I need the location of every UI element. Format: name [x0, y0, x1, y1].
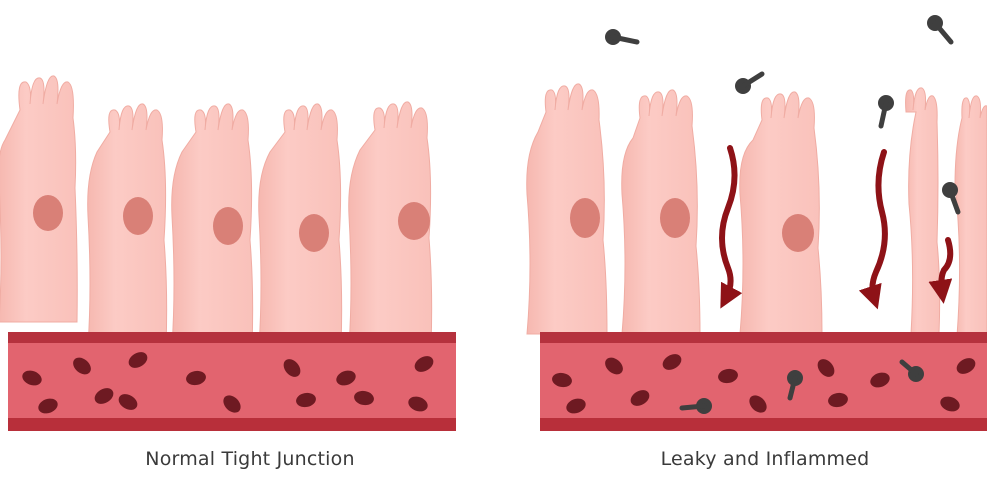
- arrow-down-icon: [872, 152, 885, 298]
- cell-nucleus: [213, 207, 243, 245]
- cell-nucleus: [782, 214, 814, 252]
- leaky-panel: [527, 15, 987, 431]
- blood-vessel: [540, 332, 987, 431]
- leaky-inflamed-caption: Leaky and Inflammed: [661, 448, 870, 470]
- pathogen-icon: [735, 74, 762, 94]
- blood-vessel: [8, 332, 456, 431]
- arrow-down-icon: [722, 148, 735, 298]
- epithelial-cell: [0, 76, 77, 322]
- epithelial-cell: [622, 90, 700, 334]
- pathogen-icon: [605, 29, 637, 45]
- cell-nucleus: [123, 197, 153, 235]
- epithelial-cell: [88, 104, 167, 346]
- epithelial-cell: [349, 102, 432, 346]
- pathogen-icon: [942, 182, 958, 212]
- epithelial-cell: [172, 104, 253, 346]
- epithelial-cell: [906, 88, 940, 334]
- epithelial-cell: [259, 104, 342, 346]
- arrow-down-icon: [941, 240, 950, 292]
- cell-nucleus: [570, 198, 600, 238]
- epithelial-cell: [740, 92, 822, 334]
- cell-nucleus: [299, 214, 329, 252]
- cell-nucleus: [660, 198, 690, 238]
- normal-junction-caption: Normal Tight Junction: [145, 448, 354, 470]
- normal-panel: [0, 76, 456, 431]
- epithelial-cell: [955, 96, 987, 336]
- cell-nucleus: [33, 195, 63, 231]
- pathogen-icon: [927, 15, 951, 42]
- pathogen-icon: [878, 95, 894, 126]
- epithelial-cell: [527, 84, 607, 334]
- cell-nucleus: [398, 202, 430, 240]
